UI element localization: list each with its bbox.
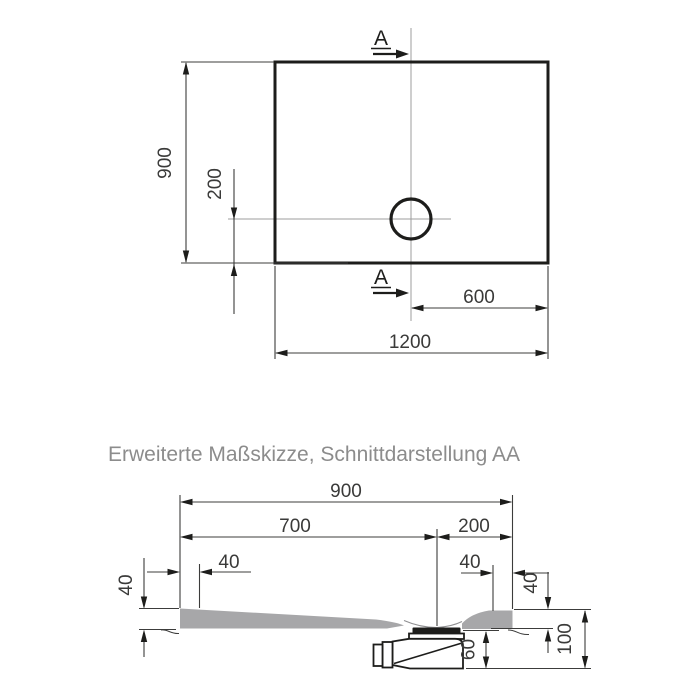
tray-outline xyxy=(273,60,550,265)
dim-section-drain-right: 200 xyxy=(437,516,513,541)
arrowhead-down xyxy=(140,596,148,609)
dim-section-overall-width: 900 xyxy=(180,481,513,506)
arrowhead-right xyxy=(500,533,513,541)
arrowhead-down xyxy=(182,250,190,263)
section-marker-top-label: A xyxy=(374,27,388,50)
dim-label-plan-width: 1200 xyxy=(389,332,431,353)
arrowhead-up xyxy=(581,610,589,623)
arrowhead-down xyxy=(581,656,589,669)
dim-label-edge-left: 40 xyxy=(116,574,137,595)
dim-edge-height-right: 40 xyxy=(491,572,553,653)
dim-edge-height-left: 40 xyxy=(116,558,179,657)
arrowhead-up xyxy=(140,629,148,642)
arrowhead-right xyxy=(424,533,437,541)
arrowhead-down xyxy=(482,656,490,669)
break-curve-right xyxy=(507,629,530,636)
arrowhead-up xyxy=(482,631,490,643)
section-marker-bottom-label: A xyxy=(374,266,388,289)
dim-label-section-200: 200 xyxy=(458,516,490,537)
dim-label-edge-right: 40 xyxy=(521,572,542,593)
dim-label-plan-drain-right: 600 xyxy=(463,287,495,308)
section-marker-bottom: A xyxy=(371,266,409,298)
arrowhead-left xyxy=(512,569,525,577)
arrowhead-up xyxy=(182,62,190,75)
dim-plan-height: 900 xyxy=(155,61,348,264)
drain-seal-bar xyxy=(412,627,461,634)
drain-assembly xyxy=(372,627,465,670)
dim-trap-height: 60 xyxy=(459,629,499,669)
dim-label-rim-left: 40 xyxy=(218,552,239,573)
dim-total-height: 100 xyxy=(466,608,591,670)
arrowhead-right xyxy=(535,349,548,357)
dim-rim-width-left: 40 xyxy=(147,552,251,608)
arrowhead-up xyxy=(230,264,238,276)
section-arrow-bottom-head xyxy=(396,288,409,298)
dim-label-plan-height: 900 xyxy=(155,147,176,179)
arrowhead-left xyxy=(180,533,193,541)
section-view-title: Erweiterte Maßskizze, Schnittdarstellung… xyxy=(108,443,520,466)
tray-section-right xyxy=(462,610,513,629)
section-marker-top: A xyxy=(371,27,409,59)
arrowhead-right xyxy=(535,304,548,312)
dim-label-plan-drain-offset: 200 xyxy=(205,168,226,200)
dim-label-section-700: 700 xyxy=(279,516,311,537)
section-arrow-top-head xyxy=(396,49,409,59)
dim-section-drain-left: 700 xyxy=(180,516,437,541)
arrowhead-left xyxy=(411,304,424,312)
drain-outlet-flange xyxy=(381,641,394,669)
arrowhead-left xyxy=(199,568,212,576)
dim-rim-width-right: 40 xyxy=(459,552,549,611)
arrowhead-right xyxy=(167,568,180,576)
break-curve-left xyxy=(160,629,180,635)
arrowhead-left xyxy=(180,498,193,506)
dim-plan-drain-offset: 200 xyxy=(205,168,238,314)
arrowhead-down xyxy=(230,207,238,220)
arrowhead-right xyxy=(480,569,493,577)
dim-label-total-height: 100 xyxy=(555,623,576,655)
plan-view: A A 900 200 xyxy=(155,27,550,359)
arrowhead-right xyxy=(500,498,513,506)
tray-section-left xyxy=(180,608,404,629)
drain-trap-slope-line xyxy=(393,642,463,665)
dim-label-rim-right: 40 xyxy=(459,552,480,573)
drain-outlet-cap xyxy=(372,643,384,667)
arrowhead-left xyxy=(275,349,288,357)
arrowhead-down xyxy=(544,597,552,610)
dim-plan-drain-right: 600 xyxy=(411,287,548,312)
drain-recess-contour xyxy=(403,620,463,629)
dim-label-section-width: 900 xyxy=(330,481,362,502)
section-view: Erweiterte Maßskizze, Schnittdarstellung… xyxy=(108,443,591,670)
arrowhead-left xyxy=(437,533,450,541)
dim-plan-width: 1200 xyxy=(274,266,549,359)
drain-circle xyxy=(389,197,433,241)
dim-label-trap-height: 60 xyxy=(459,639,480,660)
arrowhead-up xyxy=(544,629,552,642)
